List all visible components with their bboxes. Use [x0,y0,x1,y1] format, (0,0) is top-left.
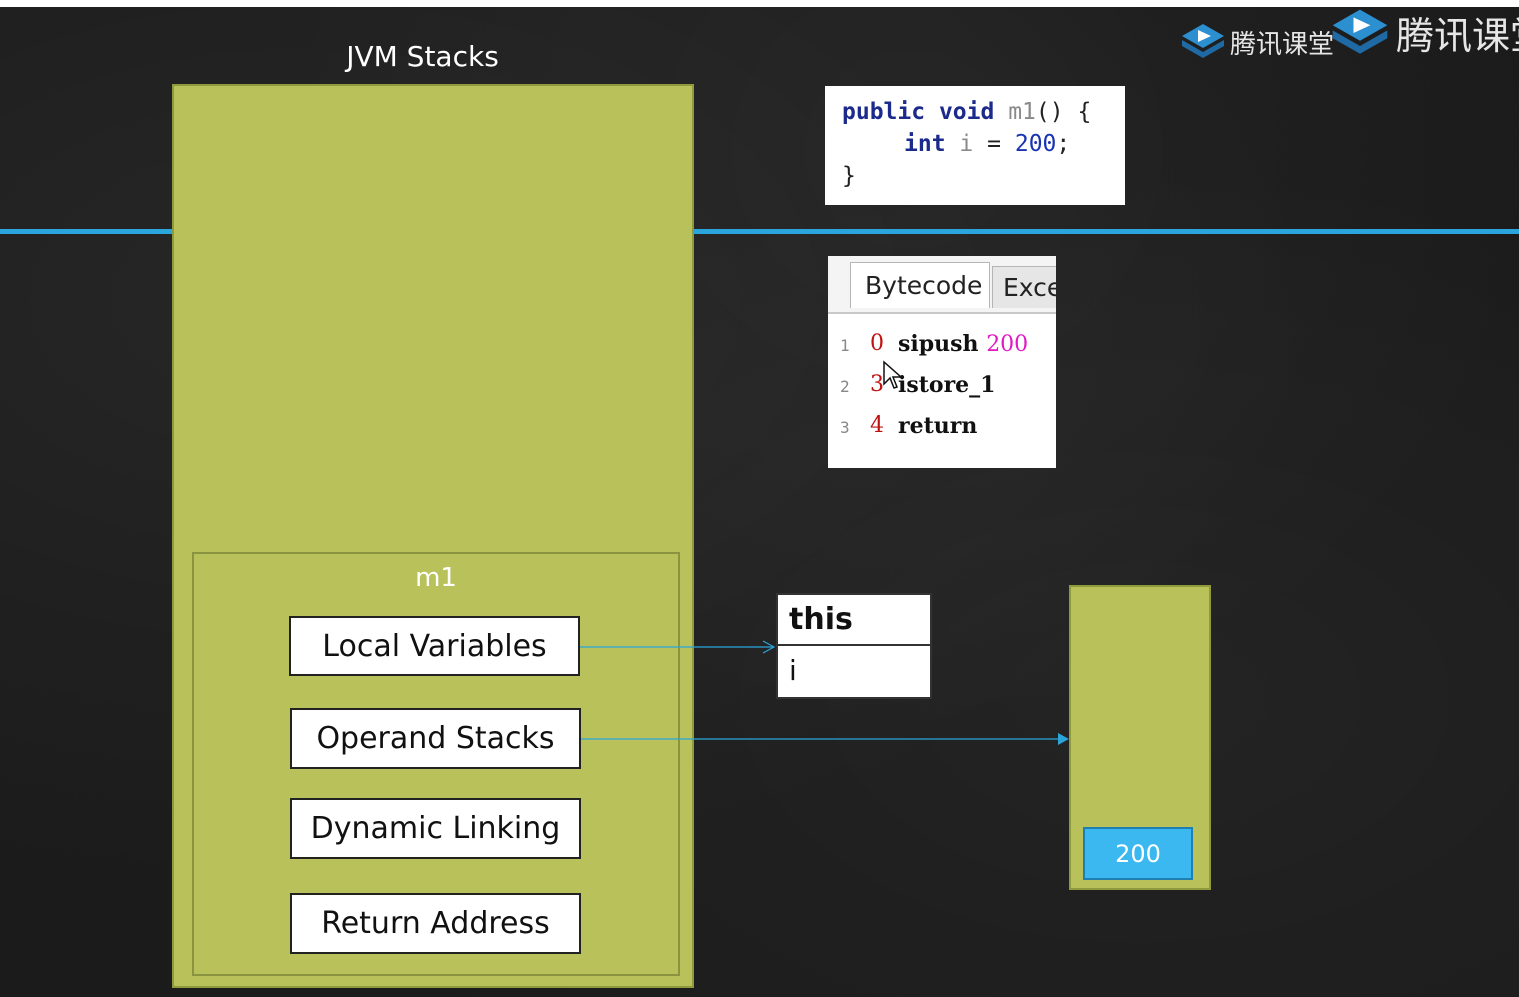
divider-line [0,229,1519,234]
operand-stack-value: 200 [1083,827,1193,880]
local-variables-box: Local Variables [289,616,580,676]
code-line-3: } [842,160,1125,192]
bytecode-opcode: sipush [898,331,979,357]
mouse-cursor-icon [883,360,903,389]
bytecode-row: 2 3 istore_1 [828,369,1056,403]
bytecode-opcode: istore_1 [898,372,996,398]
code-keyword: void [938,99,995,125]
stack-frame-m1 [192,552,680,976]
bytecode-opcode: return [898,413,978,439]
code-punct: } [842,163,856,189]
code-punct: ; [1056,131,1071,157]
return-address-box: Return Address [290,893,581,954]
bytecode-row: 3 4 return [828,410,1056,444]
code-variable: i [959,131,974,157]
code-punct: () { [1035,99,1092,125]
operand-stacks-box: Operand Stacks [290,708,581,769]
top-band [0,0,1519,7]
bytecode-tab-bar: Bytecode Exce [828,256,1056,314]
java-code-snippet: public void m1() { int i = 200; } [825,86,1125,205]
code-keyword: int [904,131,946,157]
bytecode-instruction: istore_1 [898,372,995,398]
bytecode-line-number: 3 [840,418,850,437]
local-variable-table: this i [776,593,932,699]
jvm-stacks-title: JVM Stacks [346,40,499,73]
tencent-classroom-logo-icon [1332,9,1388,54]
dynamic-linking-box: Dynamic Linking [290,798,581,859]
bytecode-instruction: sipush 200 [898,331,1028,357]
local-variable-i: i [789,654,797,687]
bytecode-operand: 200 [986,332,1029,357]
watermark-large-text: 腾讯课堂 [1396,14,1519,58]
tencent-classroom-logo-icon [1182,24,1224,58]
bytecode-instruction: return [898,413,977,439]
local-variable-this: this [778,595,930,646]
watermark-small-text: 腾讯课堂 [1230,29,1335,60]
bytecode-offset: 3 [870,372,884,397]
bytecode-line-number: 1 [840,336,850,355]
code-line-1: public void m1() { [842,96,1125,128]
code-method-name: m1 [1008,99,1036,125]
bytecode-line-number: 2 [840,377,850,396]
watermark-large: 腾讯课堂 [1330,5,1519,60]
bytecode-panel: Bytecode Exce 1 0 sipush 200 2 3 istore_… [828,256,1056,468]
bytecode-row: 1 0 sipush 200 [828,328,1056,362]
code-punct: = [987,131,1001,157]
tab-exceptions[interactable]: Exce [992,266,1056,308]
code-keyword: public [842,99,926,125]
bytecode-offset: 0 [870,331,884,356]
watermark-small: 腾讯课堂 [1180,22,1334,62]
code-line-2: int i = 200; [842,128,1125,160]
code-number: 200 [1014,131,1057,157]
stack-frame-label: m1 [415,563,457,593]
tab-bytecode[interactable]: Bytecode [850,262,990,308]
bytecode-offset: 4 [870,413,884,438]
